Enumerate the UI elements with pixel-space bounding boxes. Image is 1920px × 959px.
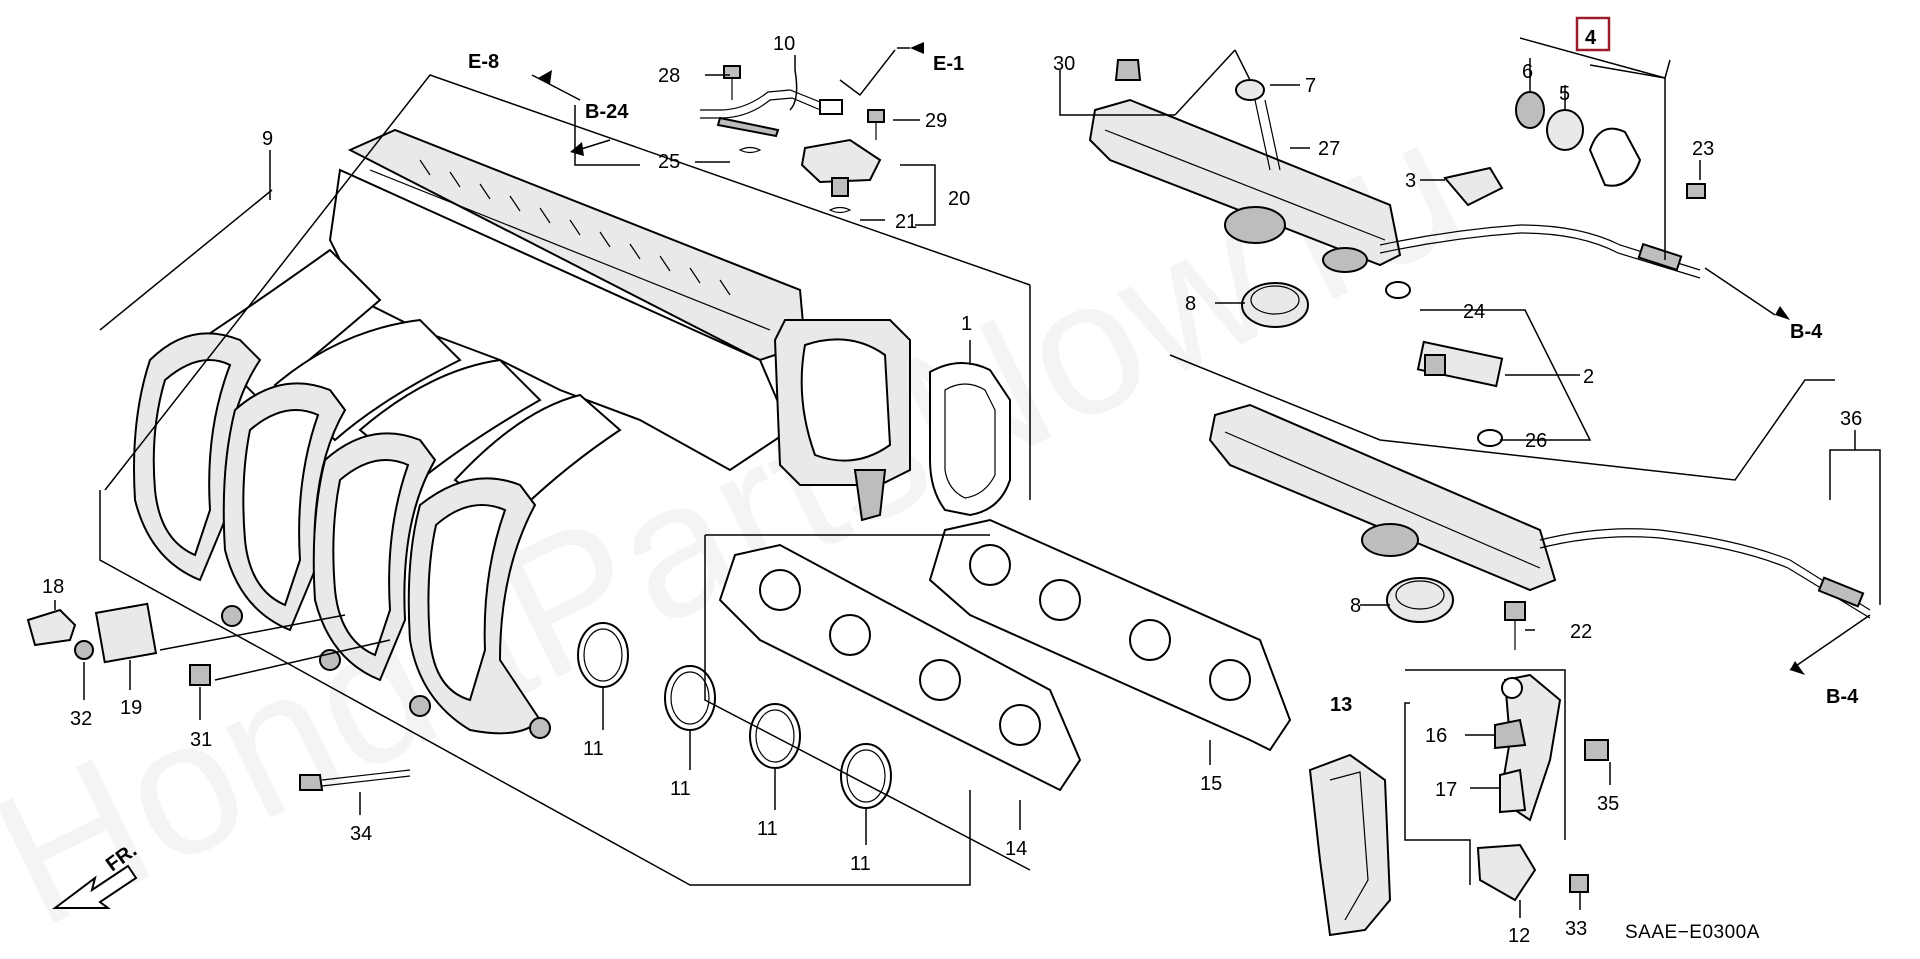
callout-6: 6 [1522, 61, 1533, 83]
throttle-body-gasket [929, 361, 1011, 517]
callout-9: 9 [262, 128, 273, 150]
reference-labels: E-8 E-1 B-24 B-4 B-4 [468, 51, 1859, 708]
rail-fasteners [1114, 59, 1706, 207]
highlight-box-part-4 [1575, 16, 1611, 52]
callout-22: 22 [1570, 621, 1592, 643]
callout-11-b: 11 [670, 778, 691, 800]
ref-e1: E-1 [933, 53, 964, 75]
callout-20: 20 [948, 188, 970, 210]
bracket-assembly [1308, 601, 1609, 937]
callout-32: 32 [70, 708, 92, 730]
callout-14: 14 [1005, 838, 1027, 860]
callout-11-c: 11 [757, 818, 778, 840]
callout-11-d: 11 [850, 853, 871, 875]
cap-8-lower [1386, 577, 1454, 623]
callout-31: 31 [190, 729, 212, 751]
manifold-gasket-15 [928, 518, 1292, 752]
callout-5: 5 [1559, 83, 1570, 105]
callout-28: 28 [658, 65, 680, 87]
left-small-parts [26, 602, 411, 791]
sensor-and-tube [700, 89, 882, 214]
callout-17: 17 [1435, 779, 1457, 801]
callout-23: 23 [1692, 138, 1714, 160]
callout-35: 35 [1597, 793, 1619, 815]
callout-16: 16 [1425, 725, 1447, 747]
ref-e8: E-8 [468, 51, 499, 73]
callout-10: 10 [773, 33, 795, 55]
callout-11-a: 11 [583, 738, 604, 760]
callout-15: 15 [1200, 773, 1222, 795]
callout-8-upper: 8 [1185, 293, 1196, 315]
leader-lines [54, 37, 1881, 918]
callout-1: 1 [961, 313, 972, 335]
highlighted-part-number: 4 [1585, 27, 1597, 49]
callout-36: 36 [1840, 408, 1862, 430]
callout-25: 25 [658, 151, 680, 173]
callout-8-lower: 8 [1350, 595, 1361, 617]
ref-b24: B-24 [585, 101, 629, 123]
callout-24: 24 [1463, 301, 1485, 323]
ref-b4-lower: B-4 [1826, 686, 1859, 708]
callout-18: 18 [42, 576, 64, 598]
callout-26: 26 [1525, 430, 1547, 452]
callout-3: 3 [1405, 170, 1416, 192]
fuel-rail-upper [1088, 98, 1701, 279]
callout-27: 27 [1318, 138, 1340, 160]
ref-b4-upper: B-4 [1790, 321, 1823, 343]
callout-33: 33 [1565, 918, 1587, 940]
callout-labels: 1 2 3 3 5 6 7 8 8 9 10 11 11 11 11 12 13… [42, 33, 1862, 947]
callout-7: 7 [1305, 75, 1316, 97]
fuel-injector [1385, 281, 1504, 447]
callout-13: 13 [1330, 694, 1352, 716]
callout-29: 29 [925, 110, 947, 132]
cap-8-upper [1241, 282, 1309, 328]
manifold-gasket-14 [718, 543, 1082, 792]
callout-19: 19 [120, 697, 142, 719]
callout-30: 30 [1053, 53, 1075, 75]
callout-34: 34 [350, 823, 372, 845]
callout-2: 2 [1583, 366, 1594, 388]
callout-21: 21 [895, 211, 917, 233]
fuel-rail-lower [1208, 403, 1871, 619]
callout-12: 12 [1508, 925, 1530, 947]
intake-manifold [133, 128, 911, 739]
arrowheads [538, 42, 1805, 675]
diagram-code: SAAE−E0300A [1625, 922, 1760, 943]
